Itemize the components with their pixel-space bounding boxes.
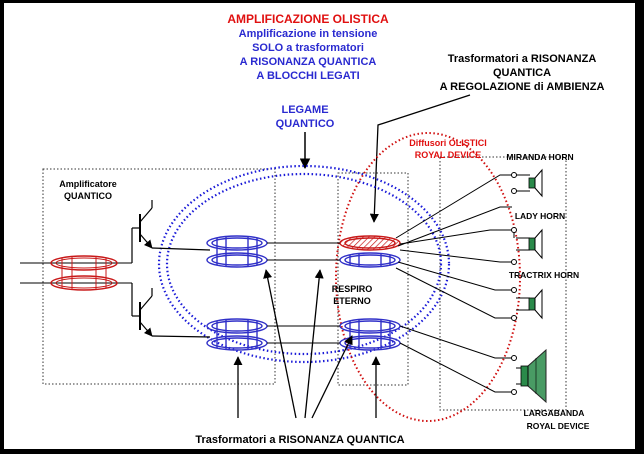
coil-right-bottom bbox=[339, 318, 401, 351]
legame-ellipse-outer bbox=[157, 164, 451, 364]
amplifier-label-2: QUANTICO bbox=[64, 191, 112, 201]
speaker-miranda bbox=[511, 168, 543, 198]
input-transformer bbox=[20, 255, 132, 291]
legame-ellipse-inner bbox=[165, 172, 443, 356]
title-line-1: AMPLIFICAZIONE OLISTICA bbox=[227, 12, 389, 26]
coil-right-top bbox=[339, 235, 401, 268]
transistor-bottom bbox=[131, 283, 211, 338]
title-line-3: SOLO a trasformatori bbox=[252, 42, 364, 54]
speaker-box bbox=[439, 156, 567, 411]
respiro-line-1: RESPIRO bbox=[332, 284, 373, 294]
diffusori-ellipse bbox=[335, 132, 521, 422]
top-right-line-2: QUANTICA bbox=[493, 67, 551, 79]
speaker-lady bbox=[511, 227, 543, 265]
coil-left-bottom bbox=[206, 318, 268, 351]
respiro-line-2: ETERNO bbox=[333, 296, 371, 306]
label-tractrix: TRACTRIX HORN bbox=[509, 270, 579, 280]
diffusori-line-1: Diffusori OLISTICI bbox=[409, 138, 487, 148]
top-right-line-1: Trasformatori a RISONANZA bbox=[448, 53, 597, 65]
title-block: AMPLIFICAZIONE OLISTICA Amplificazione i… bbox=[227, 12, 389, 82]
amplifier-label-1: Amplificatore bbox=[59, 179, 117, 189]
top-right-arrow bbox=[369, 94, 471, 223]
legame-line-1: LEGAME bbox=[281, 104, 328, 116]
bottom-arrows bbox=[233, 269, 381, 419]
transistor-top bbox=[131, 200, 211, 263]
top-right-line-3: A REGOLAZIONE di AMBIENZA bbox=[440, 81, 605, 93]
label-lady: LADY HORN bbox=[515, 211, 565, 221]
title-line-5: A BLOCCHI LEGATI bbox=[256, 70, 359, 82]
speaker-wires bbox=[395, 174, 512, 393]
label-miranda: MIRANDA HORN bbox=[506, 152, 573, 162]
label-largabanda-2: ROYAL DEVICE bbox=[527, 421, 590, 431]
speaker-largabanda bbox=[511, 348, 547, 404]
diffusori-line-2: ROYAL DEVICE bbox=[415, 150, 482, 160]
title-line-2: Amplificazione in tensione bbox=[239, 28, 378, 40]
respiro-box bbox=[337, 172, 409, 386]
legame-line-2: QUANTICO bbox=[276, 118, 335, 130]
bottom-label: Trasformatori a RISONANZA QUANTICA bbox=[195, 434, 404, 446]
link-lines bbox=[267, 242, 340, 344]
title-line-4: A RISONANZA QUANTICA bbox=[240, 56, 377, 68]
coil-left-top bbox=[206, 235, 268, 268]
amplifier-box bbox=[42, 168, 276, 385]
label-largabanda-1: LARGABANDA bbox=[524, 408, 585, 418]
speaker-tractrix bbox=[511, 287, 543, 321]
